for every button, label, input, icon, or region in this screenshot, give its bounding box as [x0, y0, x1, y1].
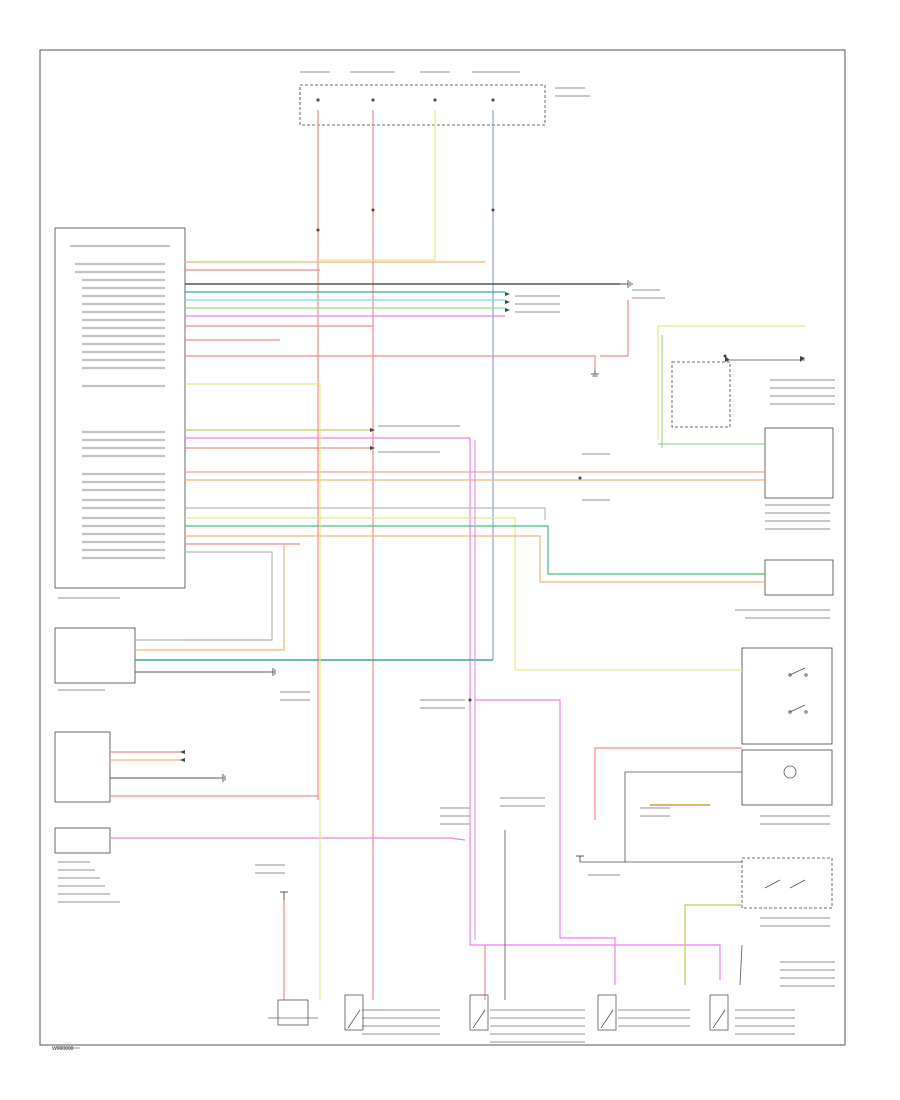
wire-pink-4	[110, 837, 466, 841]
wire-green-2	[185, 525, 765, 575]
diagram-border	[39, 49, 846, 1046]
wire-yellow-feed	[320, 110, 436, 261]
powertrain-control-module-box	[764, 427, 834, 499]
wire-gray-3	[185, 551, 273, 641]
lower-module-box	[54, 827, 111, 854]
wire-gray-1	[185, 507, 546, 520]
wire-gray-2	[185, 517, 742, 671]
fuel-level-sender-box	[764, 559, 834, 596]
switch-symbols	[764, 667, 808, 889]
wire-red-10	[594, 747, 742, 820]
wire-yellow-2	[657, 325, 805, 440]
warning-chime-box	[54, 627, 136, 684]
wire-red-4	[185, 355, 596, 370]
parking-brake-switch-box	[741, 857, 833, 909]
wire-red-5	[600, 300, 629, 357]
instrument-cluster-box	[54, 227, 186, 589]
fuse-panel-terminals	[316, 98, 495, 102]
wire-pink-2	[185, 437, 721, 980]
splice-points	[316, 208, 727, 702]
indicator-lamp-symbol	[783, 765, 797, 779]
fuse-panel-box	[299, 84, 546, 126]
wire-orange-4	[135, 544, 285, 651]
caption-placeholders	[55, 71, 835, 1049]
wire-olive-2	[684, 904, 742, 985]
connector-arrows	[180, 292, 805, 762]
wire-orange-3	[185, 535, 765, 583]
cluster-label-lines	[70, 244, 170, 560]
gem-module-box	[54, 731, 111, 803]
washer-level-switch-box	[741, 749, 833, 806]
wire-black-7	[739, 944, 743, 986]
ground-symbols	[215, 280, 633, 900]
wire-pink-5	[475, 699, 616, 985]
headlamp-switch-box	[741, 647, 833, 745]
bottom-sensors	[277, 994, 729, 1031]
wire-red-9	[110, 795, 319, 800]
figure-code: W000000	[52, 1046, 74, 1052]
wire-black-5	[624, 771, 742, 862]
oil-pressure-sender-box	[671, 361, 731, 428]
